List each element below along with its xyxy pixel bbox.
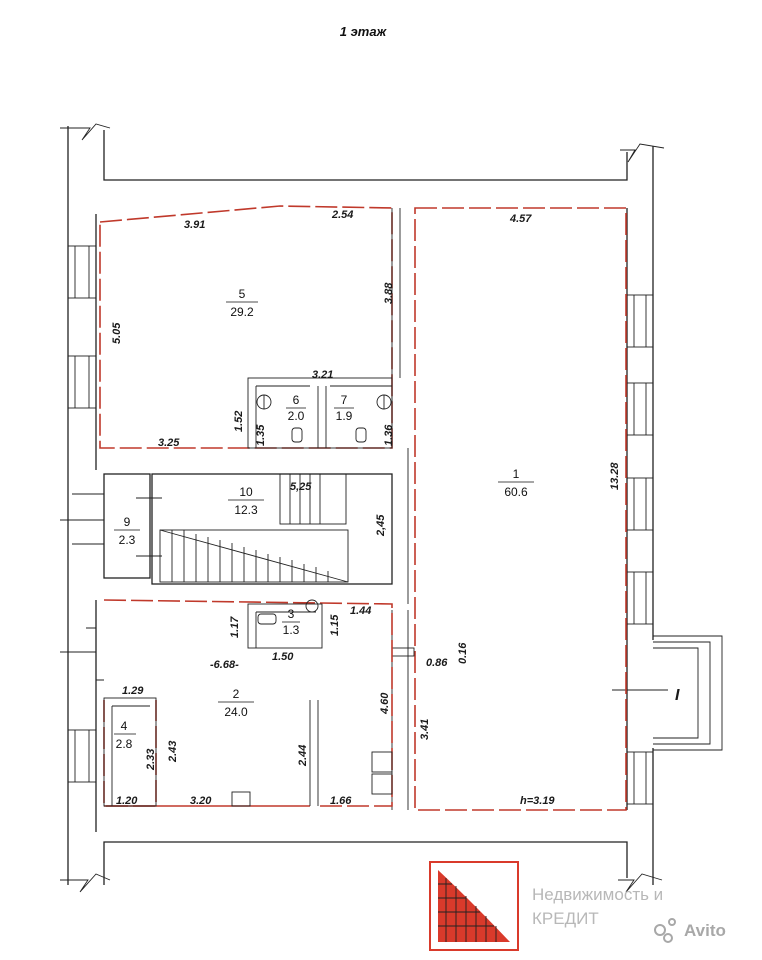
dim-1-15: 1.15 (329, 614, 341, 636)
room-1-number: 1 (513, 467, 520, 481)
agency-logo (429, 861, 519, 951)
dim-6-68: -6.68- (210, 659, 239, 671)
room-5-number: 5 (239, 287, 246, 301)
room-4-number: 4 (121, 719, 128, 733)
room-4-area: 2.8 (116, 737, 133, 751)
wc-rooms-6-7 (247, 377, 393, 449)
room-5-area: 29.2 (230, 305, 254, 319)
dim-1-44: 1.44 (350, 605, 371, 617)
dim-3-41: 3.41 (419, 719, 431, 740)
dim-0-16: 0.16 (457, 642, 469, 664)
windows-left (67, 245, 97, 783)
dim-4-60: 4.60 (379, 692, 391, 715)
ceiling-height: h=3.19 (520, 795, 555, 807)
avito-logo-icon (654, 918, 676, 943)
dim-5-05: 5.05 (111, 322, 123, 344)
room-9-10-stairs (60, 473, 393, 585)
dim-2-45: 2,45 (375, 514, 387, 537)
watermark-avito: Avito (684, 921, 726, 940)
dim-13-28: 13.28 (609, 462, 621, 490)
dim-1-50: 1.50 (272, 651, 294, 663)
room-2 (60, 599, 393, 807)
room-9-area: 2.3 (119, 533, 136, 547)
dim-1-36: 1.36 (383, 424, 395, 446)
room-6-number: 6 (293, 393, 300, 407)
dim-3-88: 3.88 (383, 282, 395, 304)
dim-1-29: 1.29 (122, 685, 144, 697)
watermark-line-1: Недвижимость и (532, 885, 663, 904)
room-2-number: 2 (233, 687, 240, 701)
room-7-number: 7 (341, 393, 348, 407)
room-5 (99, 205, 401, 449)
dim-2-44: 2.44 (297, 745, 309, 767)
dim-5-25: 5,25 (290, 481, 312, 493)
entrance-steps (612, 635, 723, 751)
room-10-area: 12.3 (234, 503, 258, 517)
dimension-labels: 3.91 2.54 4.57 3.88 5.05 3.21 1.52 1.35 … (111, 209, 621, 807)
dim-1-52: 1.52 (233, 411, 245, 432)
dim-1-66: 1.66 (330, 795, 352, 807)
dim-2-54: 2.54 (331, 209, 353, 221)
windows-right (626, 294, 654, 805)
room-3-number: 3 (288, 607, 295, 621)
room-9-number: 9 (124, 515, 131, 529)
floor-title: 1 этаж (340, 24, 388, 39)
room-7-area: 1.9 (336, 409, 353, 423)
dim-2-43: 2.43 (167, 741, 179, 763)
room-2-area: 24.0 (224, 705, 248, 719)
dim-1-35: 1.35 (255, 424, 267, 446)
room-3-wc (247, 599, 323, 649)
dim-4-57: 4.57 (509, 213, 532, 225)
dim-3-25: 3.25 (158, 437, 180, 449)
room-4 (103, 697, 157, 807)
dim-1-17: 1.17 (229, 616, 241, 638)
dim-1-20: 1.20 (116, 795, 138, 807)
watermark-line-2: КРЕДИТ (532, 909, 599, 928)
dim-0-86: 0.86 (426, 657, 448, 669)
room-6-area: 2.0 (288, 409, 305, 423)
entrance-label: I (675, 687, 680, 704)
dim-3-91: 3.91 (184, 219, 205, 231)
dim-2-33: 2.33 (145, 749, 157, 771)
room-1-area: 60.6 (504, 485, 528, 499)
dim-3-21: 3.21 (312, 369, 333, 381)
room-3-area: 1.3 (283, 623, 300, 637)
room-10-number: 10 (239, 485, 253, 499)
dim-3-20: 3.20 (190, 795, 212, 807)
